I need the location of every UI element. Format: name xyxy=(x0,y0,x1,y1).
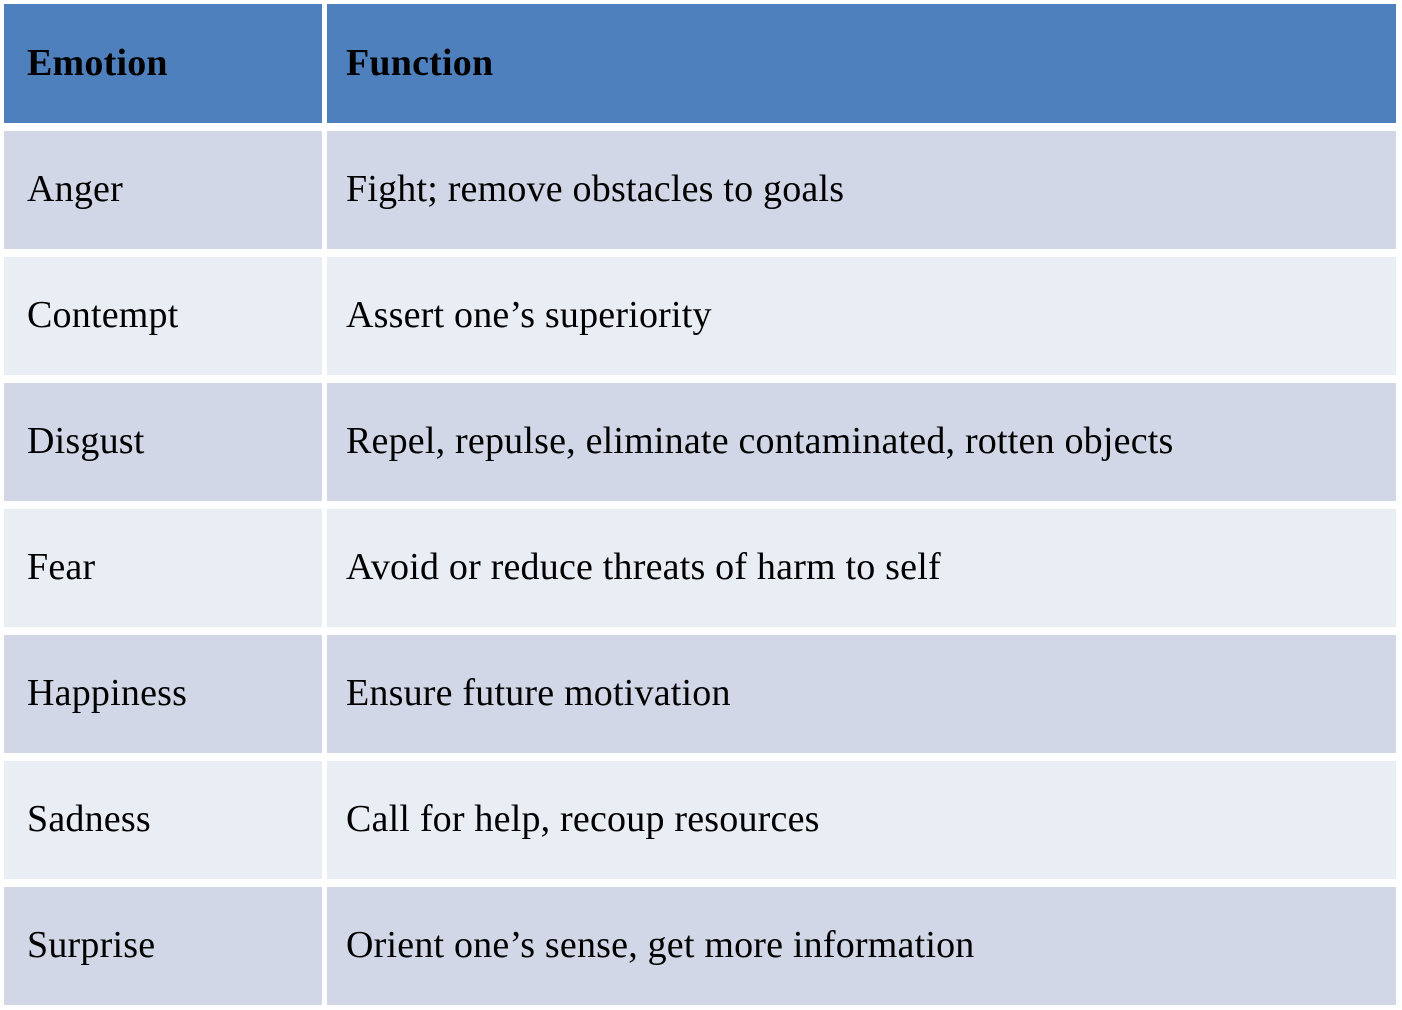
table-row-fear: Fear Avoid or reduce threats of harm to … xyxy=(4,509,1396,627)
emotion-cell: Disgust xyxy=(4,383,322,501)
function-cell: Call for help, recoup resources xyxy=(327,761,1396,879)
function-cell: Assert one’s superiority xyxy=(327,257,1396,375)
function-cell: Ensure future motivation xyxy=(327,635,1396,753)
table-header-row: Emotion Function xyxy=(4,4,1396,123)
table-row-sadness: Sadness Call for help, recoup resources xyxy=(4,761,1396,879)
table-row-contempt: Contempt Assert one’s superiority xyxy=(4,257,1396,375)
emotion-cell: Fear xyxy=(4,509,322,627)
table-row-disgust: Disgust Repel, repulse, eliminate contam… xyxy=(4,383,1396,501)
function-cell: Repel, repulse, eliminate contaminated, … xyxy=(327,383,1396,501)
table-row-surprise: Surprise Orient one’s sense, get more in… xyxy=(4,887,1396,1005)
emotion-cell: Contempt xyxy=(4,257,322,375)
function-cell: Avoid or reduce threats of harm to self xyxy=(327,509,1396,627)
column-header-function: Function xyxy=(327,4,1396,123)
emotion-cell: Surprise xyxy=(4,887,322,1005)
emotion-cell: Sadness xyxy=(4,761,322,879)
emotion-cell: Anger xyxy=(4,131,322,249)
emotion-cell: Happiness xyxy=(4,635,322,753)
table-row-happiness: Happiness Ensure future motivation xyxy=(4,635,1396,753)
table-row-anger: Anger Fight; remove obstacles to goals xyxy=(4,131,1396,249)
column-header-emotion: Emotion xyxy=(4,4,322,123)
function-cell: Orient one’s sense, get more information xyxy=(327,887,1396,1005)
function-cell: Fight; remove obstacles to goals xyxy=(327,131,1396,249)
